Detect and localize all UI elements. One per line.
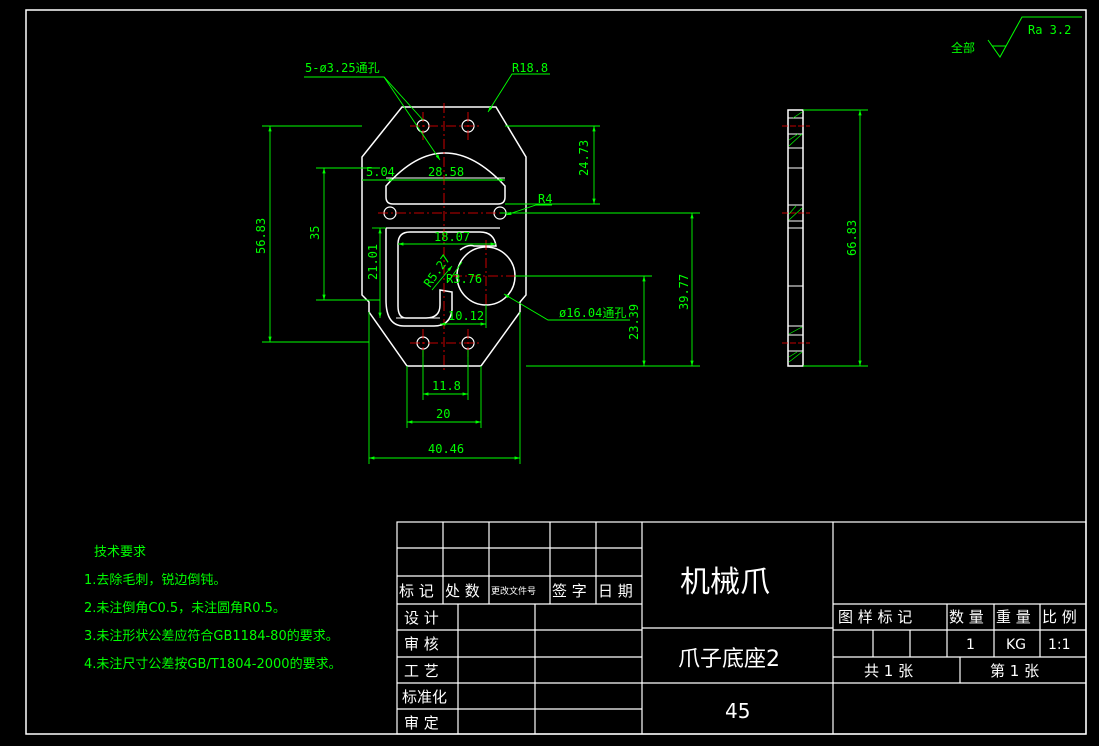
dim-35: 35 (308, 226, 322, 240)
dim-21-01: 21.01 (366, 244, 380, 280)
tech-req-item-3: 3.未注形状公差应符合GB1184-80的要求。 (84, 628, 339, 644)
tb-role-process: 工 艺 (404, 662, 439, 680)
dim-23-39: 23.39 (627, 304, 641, 340)
dim-39-77: 39.77 (677, 274, 691, 310)
tb-role-approve: 审 定 (404, 714, 439, 732)
dim-r4: R4 (538, 192, 552, 206)
drawing-border (25, 9, 1087, 735)
dim-11-8: 11.8 (432, 379, 461, 393)
center-lines (378, 103, 522, 370)
tb-value-qty: 1 (966, 637, 975, 653)
tb-header-mark: 标 记 (399, 582, 434, 600)
front-view: 5-ø3.25通孔 R18.8 24.73 5.04 28.58 R4 56.8… (254, 61, 700, 464)
dim-r-top: R18.8 (512, 61, 548, 75)
roughness-value: Ra 3.2 (1028, 23, 1071, 37)
tb-props-weight: 重 量 (996, 608, 1031, 626)
tb-part-name: 爪子底座2 (678, 647, 780, 672)
tb-props-pattern: 图 样 标 记 (838, 608, 912, 626)
tb-value-scale: 1:1 (1048, 637, 1071, 653)
tb-props-scale: 比 例 (1042, 608, 1077, 626)
claw-profile (385, 228, 497, 327)
dimension-lines (262, 73, 700, 464)
dim-hole-note: ø16.04通孔 (559, 306, 626, 320)
dim-40-46: 40.46 (428, 442, 464, 456)
dim-28-58: 28.58 (428, 165, 464, 179)
tb-role-standard: 标准化 (402, 688, 447, 706)
dim-5-04: 5.04 (366, 165, 395, 179)
tech-req-item-2: 2.未注倒角C0.5，未注圆角R0.5。 (84, 601, 286, 616)
tech-req-item-4: 4.未注尺寸公差按GB/T1804-2000的要求。 (84, 656, 342, 672)
tb-role-design: 设 计 (404, 609, 439, 627)
dim-r3-76: R3.76 (446, 272, 482, 286)
roughness-symbol: 全部 Ra 3.2 (951, 16, 1082, 58)
tech-requirements: 技术要求 1.去除毛刺，锐边倒钝。 2.未注倒角C0.5，未注圆角R0.5。 3… (84, 545, 342, 672)
side-view: 66.83 (782, 109, 868, 367)
title-block: 标 记 处 数 更改文件号 签 字 日 期 设 计 审 核 工 艺 标准化 审 … (396, 521, 1087, 735)
tb-header-sign: 签 字 (552, 582, 587, 600)
tb-role-review: 审 核 (404, 635, 439, 653)
tb-header-doc: 更改文件号 (491, 585, 536, 597)
dim-18-07: 18.07 (434, 230, 470, 244)
tb-value-weight: KG (1006, 637, 1026, 653)
tb-header-count: 处 数 (445, 582, 480, 600)
dim-holes-note: 5-ø3.25通孔 (305, 61, 380, 75)
tb-material: 45 (725, 699, 750, 723)
tb-sheets-total: 共 1 张 (864, 662, 913, 680)
dim-24-73: 24.73 (577, 140, 591, 176)
upper-slot (385, 152, 506, 205)
tech-requirements-title: 技术要求 (94, 545, 146, 560)
dim-20: 20 (436, 407, 450, 421)
tech-req-item-1: 1.去除毛刺，锐边倒钝。 (84, 573, 226, 588)
tb-sheet-no: 第 1 张 (990, 662, 1039, 680)
roughness-label: 全部 (951, 40, 975, 55)
tb-part-group: 机械爪 (680, 565, 770, 600)
dim-66-83: 66.83 (845, 220, 859, 256)
dim-56-83: 56.83 (254, 218, 268, 254)
dim-10-12: 10.12 (448, 309, 484, 323)
tb-props-qty: 数 量 (949, 608, 984, 626)
tb-header-date: 日 期 (598, 582, 633, 600)
